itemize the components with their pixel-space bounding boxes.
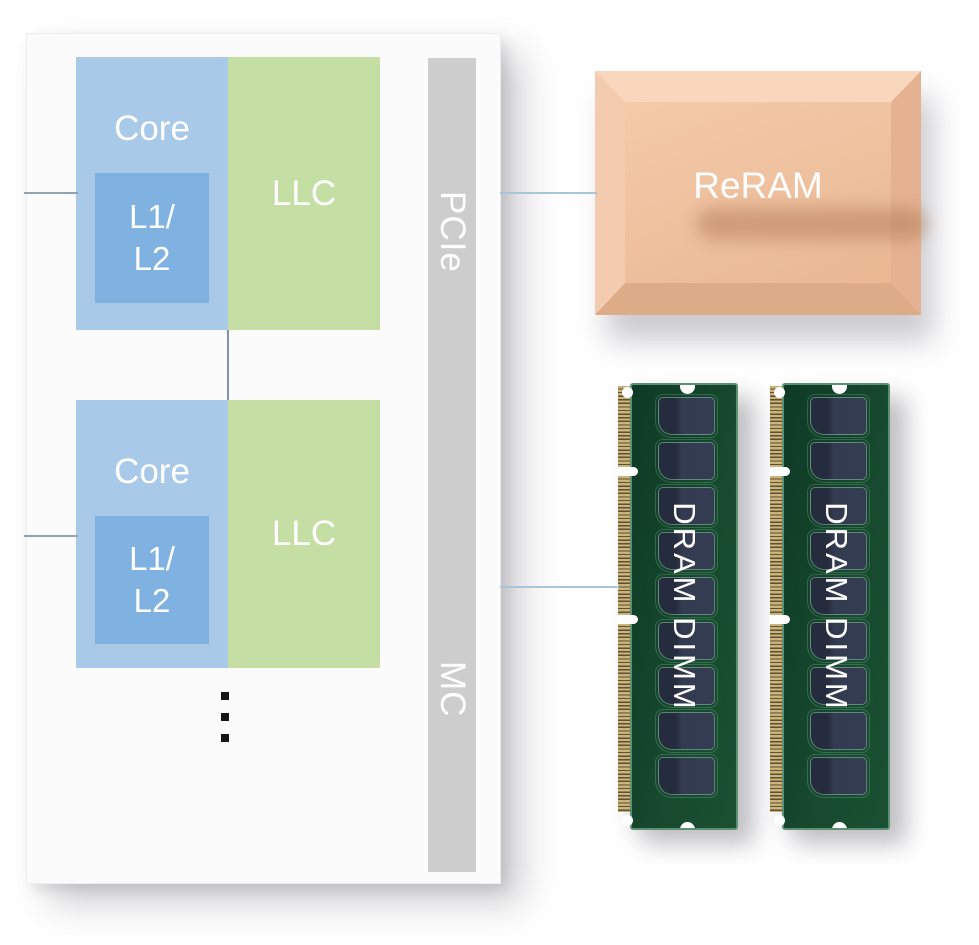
- dimm-pcb: DRAM DIMM: [782, 383, 890, 830]
- memory-chip: [655, 439, 718, 483]
- ellipsis-dot: [221, 713, 229, 721]
- memory-chip: [655, 754, 718, 798]
- memory-chip: [807, 709, 870, 753]
- edge-connector-pins: [618, 386, 631, 812]
- cache-label-line2: L2: [133, 240, 171, 277]
- reram-face: ReRAM: [625, 102, 927, 283]
- pcie-label: PCIe: [433, 191, 472, 273]
- core2-left-link-line: [24, 535, 78, 537]
- ellipsis-dot: [221, 734, 229, 742]
- connector-notch: [769, 615, 790, 624]
- connector-notch: [617, 615, 638, 624]
- pcie-reram-link-line: [500, 192, 597, 194]
- memory-chip: [807, 619, 870, 663]
- memory-chip: [807, 529, 870, 573]
- cache-label-line2: L2: [133, 582, 171, 619]
- memory-chip: [807, 394, 870, 438]
- memory-chip: [807, 754, 870, 798]
- dram-dimm-1: DRAM DIMM: [617, 383, 738, 830]
- memory-chip: [655, 574, 718, 618]
- core-block-2: Core L1/ L2: [76, 400, 228, 668]
- reram-module: ReRAM: [595, 71, 927, 315]
- llc-block-2: LLC: [228, 400, 380, 668]
- llc-label-2: LLC: [271, 514, 337, 553]
- memory-chips: [807, 394, 870, 798]
- edge-connector-pins: [770, 386, 783, 812]
- memory-chips: [655, 394, 718, 798]
- more-cores-ellipsis: [221, 692, 229, 742]
- memory-chip: [807, 484, 870, 528]
- memory-chip: [807, 439, 870, 483]
- mounting-hole: [622, 815, 633, 826]
- ellipsis-dot: [221, 692, 229, 700]
- core-label-2: Core: [114, 452, 190, 491]
- mounting-hole: [832, 385, 847, 394]
- mounting-hole: [622, 387, 633, 398]
- mc-dimm-link-line: [500, 586, 619, 588]
- memory-chip: [655, 394, 718, 438]
- llc-block-1: LLC: [228, 57, 380, 330]
- mounting-hole: [680, 385, 695, 394]
- l1-l2-cache-1: L1/ L2: [95, 173, 209, 303]
- reram-label: ReRAM: [693, 165, 823, 206]
- cpu-package: Core L1/ L2 LLC Core L1/ L2 LLC PCIe MC: [27, 34, 500, 883]
- memory-chip: [655, 664, 718, 708]
- dimm-pcb: DRAM DIMM: [630, 383, 738, 830]
- core-label-1: Core: [114, 109, 190, 148]
- connector-notch: [769, 467, 790, 476]
- memory-chip: [655, 619, 718, 663]
- cache-label-line1: L1/: [129, 198, 175, 235]
- mc-label: MC: [433, 661, 472, 718]
- cache-label-line1: L1/: [129, 540, 175, 577]
- io-bus-bar: PCIe MC: [428, 58, 476, 872]
- core1-left-link-line: [24, 192, 78, 194]
- memory-chip: [655, 709, 718, 753]
- mounting-hole: [774, 815, 785, 826]
- llc-label-1: LLC: [271, 173, 337, 213]
- memory-chip: [807, 664, 870, 708]
- dimm-label-2: DRAM DIMM: [819, 501, 854, 712]
- connector-notch: [617, 467, 638, 476]
- mounting-hole: [832, 822, 847, 828]
- dram-dimm-2: DRAM DIMM: [769, 383, 890, 830]
- inter-core-link-line: [227, 330, 229, 400]
- l1-l2-cache-2: L1/ L2: [95, 516, 209, 644]
- memory-chip: [807, 574, 870, 618]
- memory-chip: [655, 484, 718, 528]
- reram-blurred-text: [697, 208, 927, 240]
- mounting-hole: [774, 387, 785, 398]
- mounting-hole: [680, 822, 695, 828]
- core-block-1: Core L1/ L2: [76, 57, 228, 330]
- memory-chip: [655, 529, 718, 573]
- dimm-label-1: DRAM DIMM: [667, 501, 702, 712]
